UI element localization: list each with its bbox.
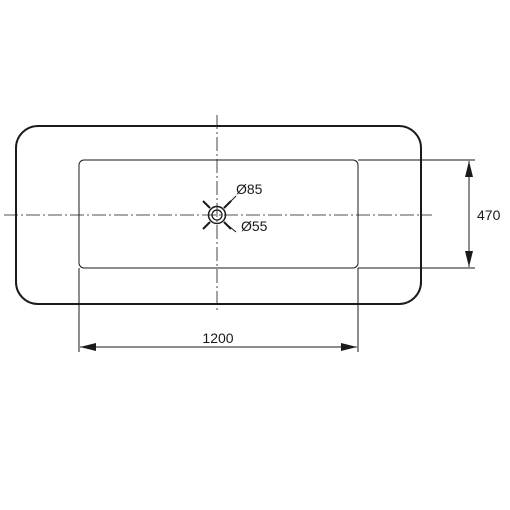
inner-diameter-label: Ø55 (241, 218, 268, 234)
outer-diameter-label: Ø85 (236, 181, 263, 197)
width-arrow-left (80, 343, 96, 351)
width-dimension-label: 1200 (202, 330, 233, 346)
depth-dimension (358, 159, 475, 269)
depth-dimension-label: 470 (477, 207, 501, 223)
drain-leader-line-bottom (223, 221, 237, 233)
drain-hole (202, 195, 237, 233)
drain-leader-ul (202, 200, 211, 209)
width-arrow-right (341, 343, 357, 351)
depth-arrow-bottom (465, 251, 473, 267)
drain-outer-circle (207, 205, 227, 225)
drain-inner-circle (211, 209, 223, 221)
basin-inner-bowl (78, 159, 359, 269)
depth-arrow-top (465, 161, 473, 177)
drain-leader-ll (202, 221, 211, 230)
drain-leader-line-top (223, 195, 237, 209)
width-dimension (78, 268, 359, 352)
